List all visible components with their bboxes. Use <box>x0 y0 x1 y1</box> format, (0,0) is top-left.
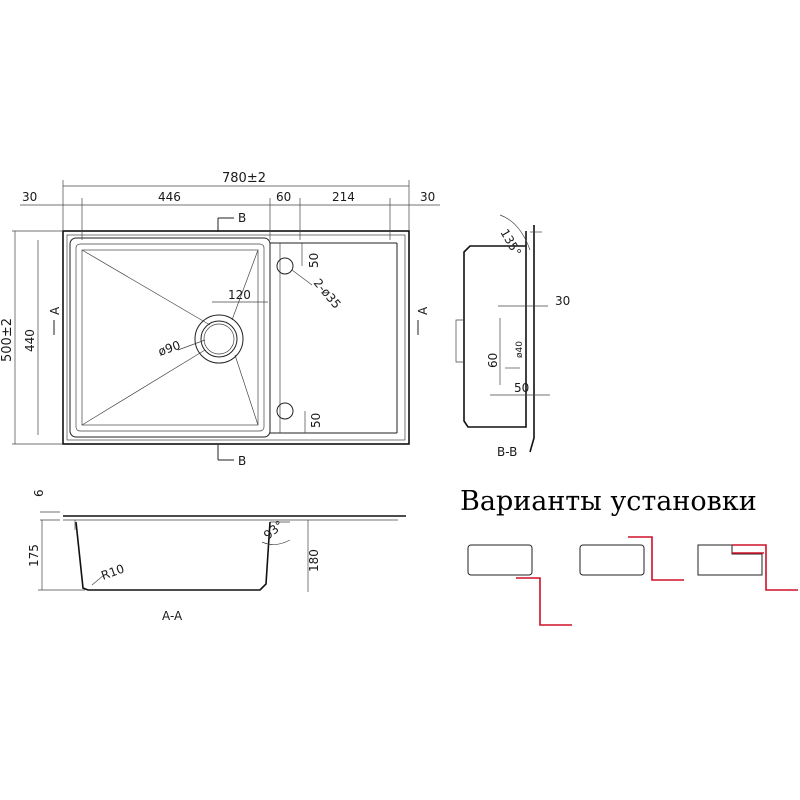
dim-right-margin: 30 <box>420 190 435 204</box>
variant-2 <box>579 536 684 581</box>
top-view: 780±2 30 446 60 214 30 500±2 440 A A B B… <box>0 171 440 468</box>
dim-left-margin: 30 <box>22 190 37 204</box>
dim-hole-offset: 120 <box>228 288 251 302</box>
section-aa-view: 6 175 R10 93° 180 A-A <box>27 489 406 623</box>
section-a-right: A <box>416 306 430 315</box>
section-a-left: A <box>48 306 62 315</box>
dim-bowl-width: 446 <box>158 190 181 204</box>
aa-rim: 6 <box>32 489 46 497</box>
tap-hole-top <box>276 257 294 275</box>
aa-depth: 175 <box>27 544 41 567</box>
bb-depth: 30 <box>555 294 570 308</box>
section-b-top: B <box>238 211 246 225</box>
section-b-bottom: B <box>238 454 246 468</box>
dim-hole-bottom: 50 <box>309 413 323 428</box>
bb-dia: ø40 <box>515 341 525 358</box>
dim-holes: 2-ø35 <box>311 276 344 311</box>
bb-angle: 135° <box>497 227 524 259</box>
tap-hole-bottom <box>276 402 294 420</box>
dim-hole-top: 50 <box>307 253 321 268</box>
section-bb-view: 135° 30 60 ø40 50 B-B <box>455 214 570 459</box>
dim-inner-depth: 440 <box>23 329 37 352</box>
aa-depth-right: 180 <box>307 549 321 572</box>
installation-title: Варианты установки <box>460 486 757 517</box>
bowl-outline <box>69 237 271 438</box>
bb-height: 60 <box>486 353 500 368</box>
variant-1 <box>467 544 572 626</box>
dim-gap: 60 <box>276 190 291 204</box>
drain-hole <box>194 314 244 364</box>
bb-label: B-B <box>497 445 517 459</box>
dim-overall-depth: 500±2 <box>0 318 15 362</box>
aa-label: A-A <box>162 609 183 623</box>
aa-radius: R10 <box>99 562 126 583</box>
dim-overall-width: 780±2 <box>222 171 266 186</box>
dim-drain-diameter: ø90 <box>156 338 182 359</box>
aa-angle: 93° <box>261 518 286 542</box>
dim-drainer: 214 <box>332 190 355 204</box>
variant-3 <box>697 544 798 591</box>
sink-outline <box>62 230 410 445</box>
bb-small: 50 <box>514 381 529 395</box>
